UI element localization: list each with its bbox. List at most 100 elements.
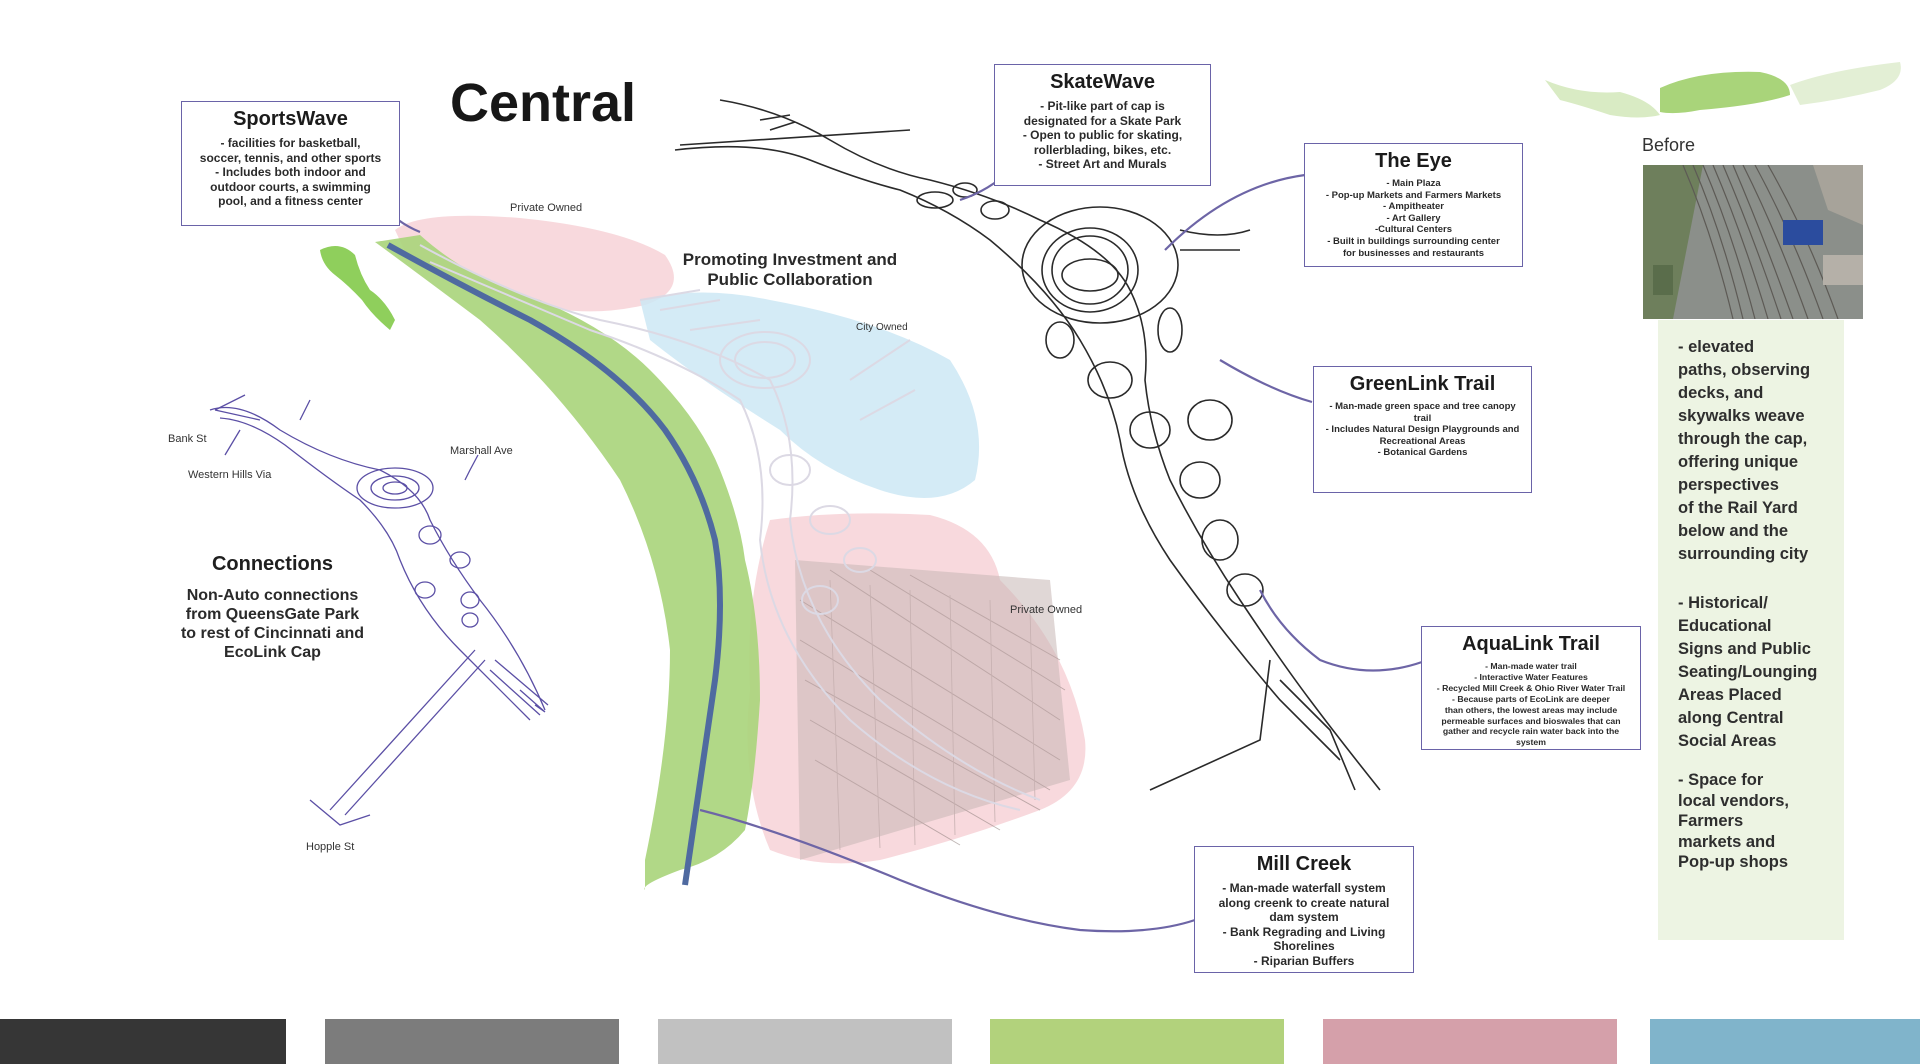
callout-greenlink-title: GreenLink Trail [1349, 373, 1496, 395]
callout-skatewave: SkateWave - Pit-like part of cap is desi… [994, 64, 1211, 186]
rail-yard-texture [795, 560, 1070, 860]
sidebar-p2-line-7: Social Areas [1678, 732, 1777, 750]
callout-greenlink-line-2: trail [1413, 412, 1432, 424]
sidebar-p2-line-2: Educational [1678, 617, 1772, 635]
map-label-city-owned: City Owned [856, 322, 908, 333]
callout-the-eye-line-7: for businesses and restaurants [1343, 247, 1484, 259]
central-cap-sketch [419, 244, 1041, 811]
callout-mill-creek-line-2: along creenk to create natural [1218, 895, 1390, 910]
sidebar-p1-line-4: skywalks weave [1678, 407, 1805, 425]
callout-the-eye-line-5: -Cultural Centers [1374, 224, 1453, 236]
callout-greenlink-line-1: - Man-made green space and tree canopy [1329, 401, 1516, 412]
sidebar-panel [1658, 320, 1844, 940]
before-label: Before [1642, 135, 1696, 155]
city-owned-zone [640, 292, 980, 498]
leader-greenlink [1219, 359, 1313, 404]
callout-aqualink-line-3: - Recycled Mill Creek & Ohio River Water… [1436, 682, 1626, 693]
sidebar-p1-line-9: below and the [1678, 522, 1789, 540]
sidebar-p3-line-2: local vendors, [1678, 791, 1789, 810]
callout-sportswave-line-2: soccer, tennis, and other sports [199, 150, 382, 165]
sidebar-p3-line-3: Farmers [1678, 812, 1744, 830]
sidebar-p3-line-4: markets and [1678, 832, 1776, 851]
connections-title: Connections [211, 553, 334, 575]
connections-line-1: Non-Auto connections [186, 587, 359, 604]
callout-mill-creek-line-1: - Man-made waterfall system [1222, 881, 1386, 895]
color-swatch-4 [990, 1019, 1284, 1064]
callout-skatewave-line-3: - Open to public for skating, [1022, 128, 1183, 142]
callout-mill-creek-line-3: dam system [1269, 910, 1339, 924]
sidebar-p3-line-1: - Space for [1678, 771, 1764, 789]
callout-skatewave-line-4: rollerblading, bikes, etc. [1033, 142, 1172, 157]
private-owned-zone-top [395, 215, 674, 312]
callout-aqualink: AquaLink Trail - Man-made water trail - … [1421, 626, 1641, 750]
connections-line-3: to rest of Cincinnati and [180, 625, 365, 642]
callout-the-eye: The Eye - Main Plaza - Pop-up Markets an… [1304, 143, 1523, 267]
callout-greenlink-line-4: Recreational Areas [1379, 435, 1466, 447]
callout-mill-creek-title: Mill Creek [1256, 853, 1352, 875]
sidebar-p1-line-2: paths, observing [1678, 361, 1811, 379]
connections-line-4: EcoLink Cap [224, 644, 321, 661]
sidebar-p1-line-3: decks, and [1678, 384, 1764, 402]
sidebar-paragraph-1: - elevated paths, observing decks, and s… [1678, 336, 1810, 566]
sidebar-p1-line-10: surrounding city [1678, 545, 1809, 563]
color-swatch-6 [1650, 1019, 1920, 1064]
sidebar-p1-line-1: - elevated [1678, 338, 1755, 356]
map-label-private-owned-right: Private Owned [1010, 604, 1083, 616]
right-cap-sketch [674, 99, 1381, 791]
callout-mill-creek-line-4: - Bank Regrading and Living [1222, 924, 1386, 939]
callout-mill-creek-line-6: - Riparian Buffers [1253, 953, 1355, 968]
mill-creek-river [386, 242, 723, 886]
green-patch-left [320, 246, 395, 330]
sidebar-p2-line-1: - Historical/ [1678, 594, 1768, 612]
map-label-western-hills-via: Western Hills Via [188, 469, 272, 481]
callout-mill-creek-line-5: Shorelines [1273, 939, 1335, 953]
leader-lines [377, 169, 1423, 933]
callout-greenlink-line-5: - Botanical Gardens [1377, 447, 1468, 459]
callout-sportswave: SportsWave - facilities for basketball, … [181, 101, 400, 226]
color-swatch-3 [658, 1019, 952, 1064]
sidebar-p1-line-8: of the Rail Yard [1678, 499, 1798, 517]
callout-sportswave-line-1: - facilities for basketball, [220, 136, 361, 150]
callout-the-eye-line-1: - Main Plaza [1386, 178, 1441, 189]
callout-the-eye-line-3: - Ampitheater [1383, 201, 1444, 213]
color-swatch-1 [0, 1019, 286, 1064]
callout-sportswave-line-5: pool, and a fitness center [218, 194, 363, 208]
callout-aqualink-line-8: system [1516, 737, 1546, 748]
page-title: Central [450, 73, 637, 133]
sidebar-p2-line-6: along Central [1678, 709, 1784, 727]
sidebar-p1-line-7: perspectives [1678, 476, 1779, 494]
callout-aqualink-title: AquaLink Trail [1462, 633, 1600, 655]
callout-greenlink: GreenLink Trail - Man-made green space a… [1313, 366, 1532, 493]
callout-aqualink-line-2: - Interactive Water Features [1474, 671, 1588, 682]
middle-heading-line-2: Public Collaboration [707, 270, 873, 289]
callout-the-eye-line-4: - Art Gallery [1386, 212, 1441, 224]
callout-the-eye-line-6: - Built in buildings surrounding center [1327, 235, 1500, 247]
connections-sketch [209, 394, 549, 826]
color-swatch-2 [325, 1019, 619, 1064]
map-label-hopple-st: Hopple St [306, 841, 355, 853]
color-swatch-5 [1323, 1019, 1617, 1064]
callout-mill-creek: Mill Creek - Man-made waterfall system a… [1194, 846, 1414, 973]
sidebar-p1-line-6: offering unique [1678, 453, 1799, 471]
map-label-bank-st: Bank St [168, 433, 207, 445]
sidebar-p2-line-5: Areas Placed [1678, 686, 1782, 704]
connections-line-2: from QueensGate Park [185, 606, 360, 623]
map-label-private-owned-top: Private Owned [510, 202, 583, 214]
middle-heading-line-1: Promoting Investment and [682, 250, 898, 269]
callout-skatewave-title: SkateWave [1050, 71, 1155, 93]
sidebar-p3-line-5: Pop-up shops [1678, 853, 1788, 871]
callout-greenlink-line-3: - Includes Natural Design Playgrounds an… [1325, 424, 1520, 436]
sidebar-p2-line-3: Signs and Public [1678, 640, 1811, 658]
leader-aqualink [1259, 589, 1423, 672]
map-label-marshall-ave: Marshall Ave [450, 445, 513, 457]
callout-aqualink-line-4: - Because parts of EcoLink are deeper [1452, 693, 1610, 704]
callout-aqualink-line-6: permeable surfaces and bioswales that ca… [1441, 715, 1621, 726]
callout-aqualink-line-5: than others, the lowest areas may includ… [1444, 704, 1618, 715]
before-aerial-graphic [1643, 165, 1863, 319]
before-aerial-photo [1643, 165, 1863, 319]
callout-skatewave-line-2: designated for a Skate Park [1023, 113, 1182, 128]
callout-aqualink-line-1: - Man-made water trail [1485, 661, 1577, 671]
sidebar-paragraph-2: - Historical/ Educational Signs and Publ… [1678, 592, 1817, 753]
